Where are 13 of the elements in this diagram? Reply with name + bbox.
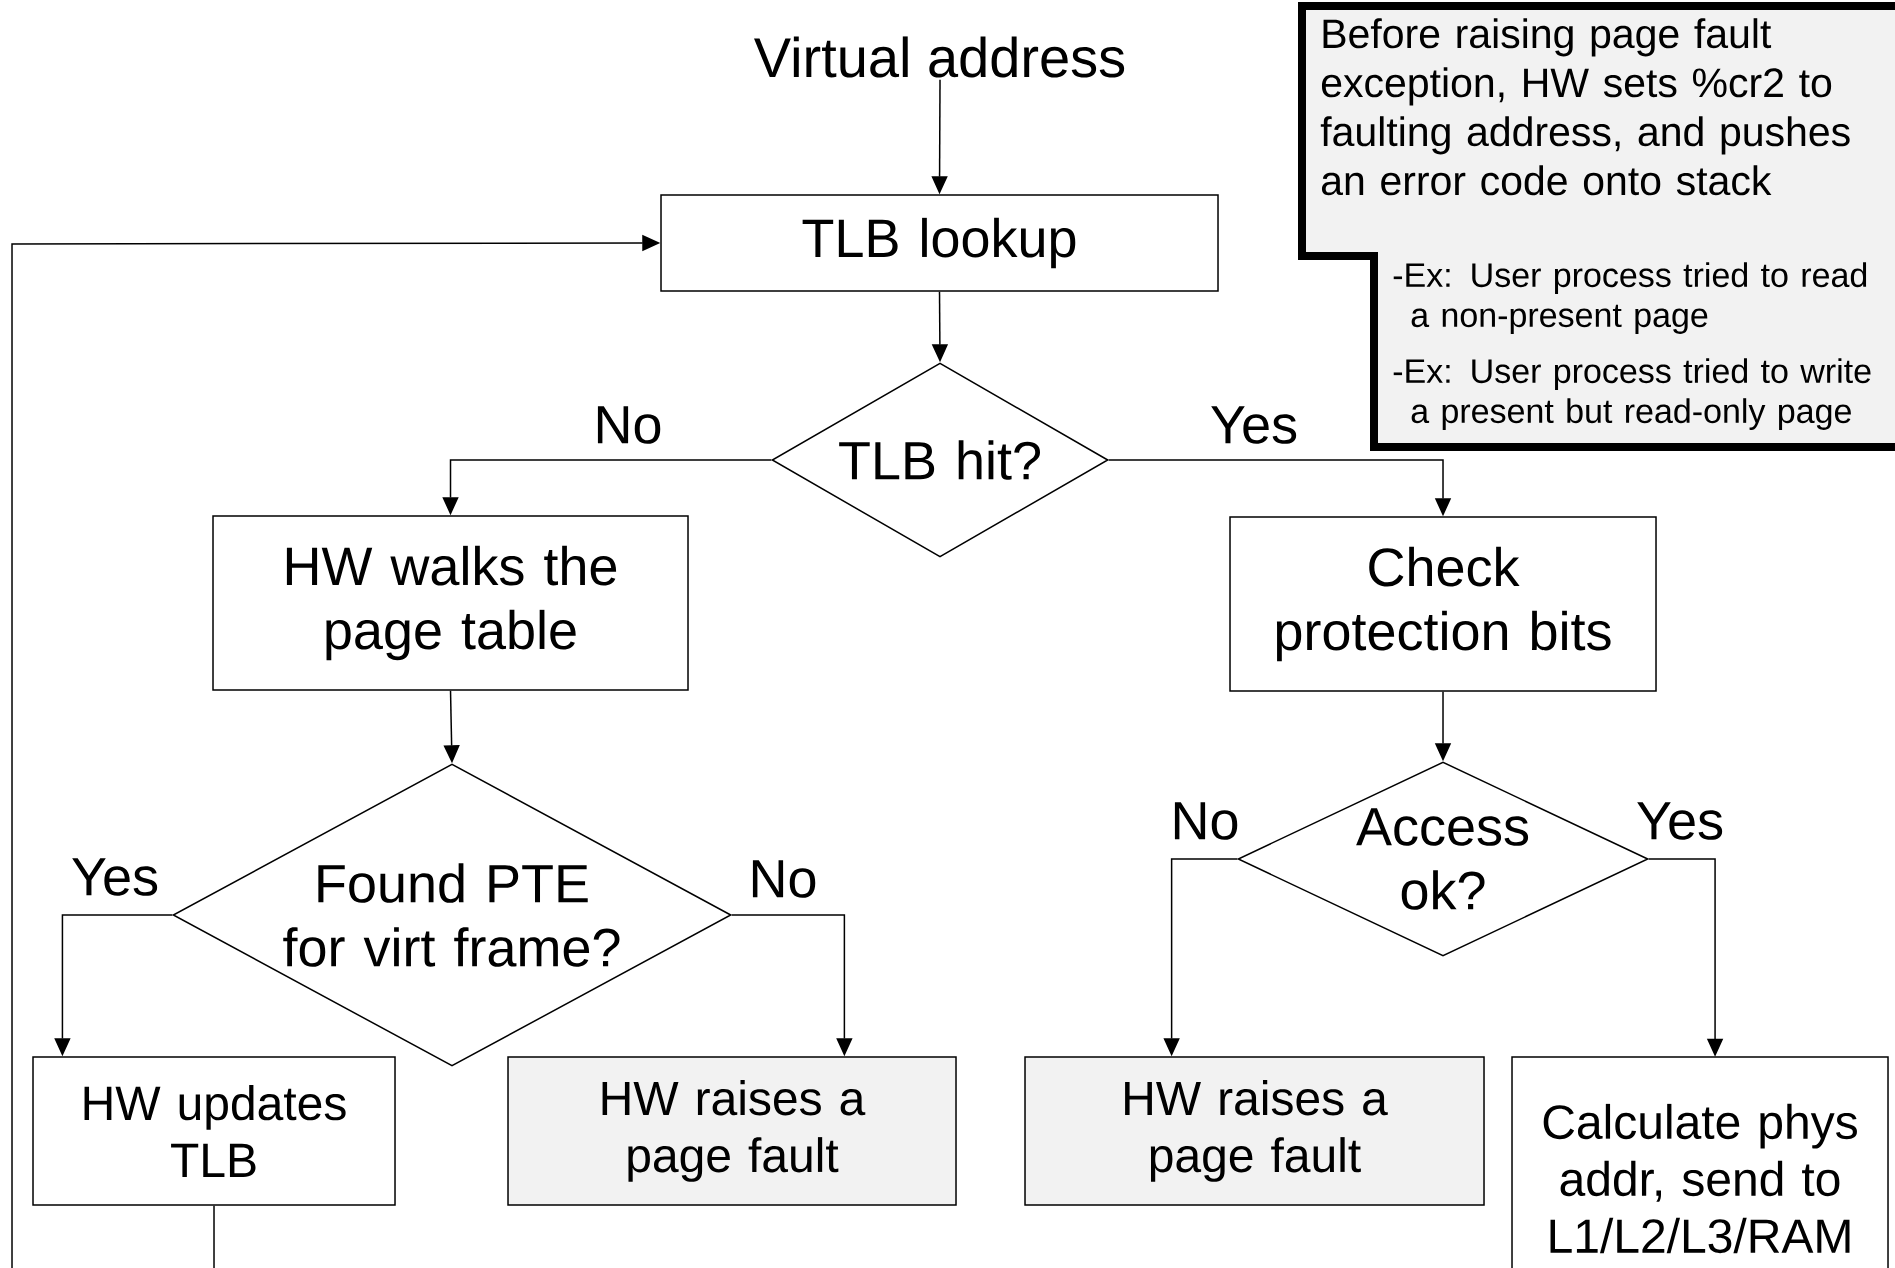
edge-label: No (592, 405, 664, 445)
process-box: HW walks the page table (212, 515, 689, 691)
edge-label: Yes (69, 857, 161, 897)
start-label: Virtual address (754, 36, 1125, 78)
process-box: Check protection bits (1229, 516, 1657, 692)
edge-label: No (747, 859, 819, 899)
callout-box: Before raising page fault exception, HW sets %cr2 to faulting address, and pushes an error code onto stack -Ex: User process tried to read a non-present page -Ex: User process tried to write a present but read-only page (1298, 2, 1895, 451)
process-box: HW updates TLB (32, 1056, 396, 1206)
edge-label: Yes (1208, 405, 1300, 445)
process-box: TLB lookup (660, 194, 1219, 292)
process-box: Calculate phys addr, send to L1/L2/L3/RAM (1511, 1056, 1889, 1268)
process-box: HW raises a page fault (507, 1056, 957, 1206)
process-box: HW raises a page fault (1024, 1056, 1485, 1206)
